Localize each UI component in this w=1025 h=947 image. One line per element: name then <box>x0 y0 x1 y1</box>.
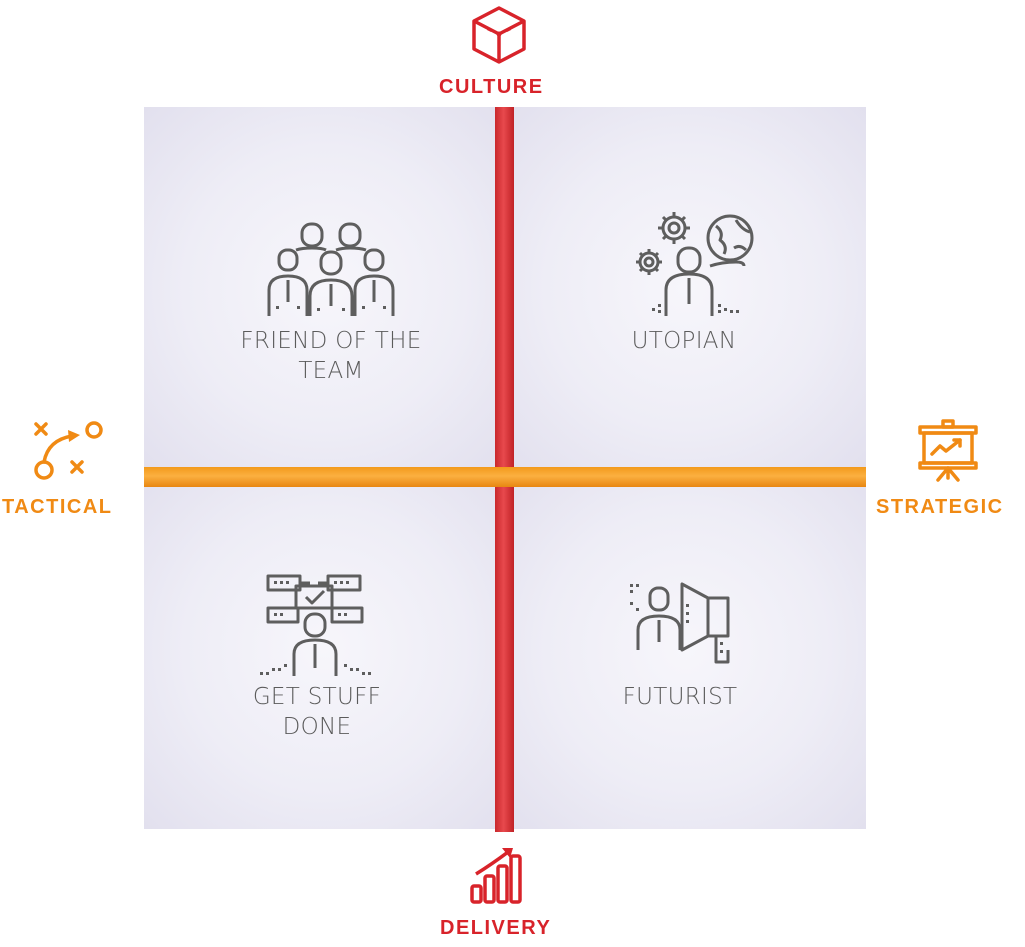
quadrant-top-right <box>505 107 866 468</box>
quadrant-top-left-label: FRIEND OF THE TEAM <box>214 326 448 386</box>
tasks-person-icon <box>260 574 371 676</box>
growth-bars-icon <box>470 848 522 904</box>
quadrant-bottom-left-line1: GET STUFF <box>252 684 382 710</box>
cube-icon <box>472 6 526 64</box>
quadrant-bottom-left-label: GET STUFF DONE <box>217 682 417 742</box>
quadrant-top-left-line2: TEAM <box>298 358 364 384</box>
gears-globe-person-icon <box>636 212 754 316</box>
axis-label-top: CULTURE <box>439 76 544 98</box>
quadrant-bottom-left-line2: DONE <box>282 714 352 740</box>
presentation-board-icon <box>918 419 978 482</box>
axis-label-bottom: DELIVERY <box>440 917 552 939</box>
quadrant-top-left <box>144 107 505 468</box>
play-diagram-icon <box>34 421 103 480</box>
quadrant-top-left-line1: FRIEND OF THE <box>240 328 422 354</box>
quadrant-bottom-left <box>144 468 505 829</box>
quadrant-top-right-label: UTOPIAN <box>584 326 784 356</box>
quadrant-bottom-right-label: FUTURIST <box>580 682 780 712</box>
quadrant-bottom-right-line1: FUTURIST <box>622 684 738 710</box>
axis-label-left: TACTICAL <box>2 496 113 518</box>
team-icon <box>267 222 395 316</box>
person-speaker-icon <box>630 582 730 664</box>
quadrant-top-right-line1: UTOPIAN <box>631 328 737 354</box>
axis-label-right: STRATEGIC <box>876 496 1004 518</box>
horizontal-axis <box>144 467 866 487</box>
